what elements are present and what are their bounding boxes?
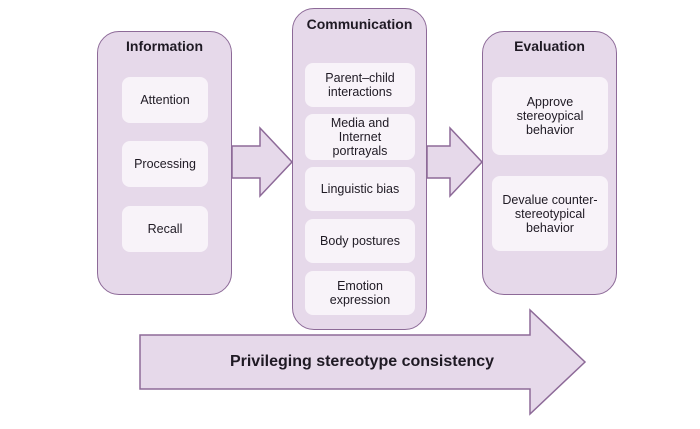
card-emotion-expression: Emotion expression — [305, 271, 415, 315]
card-approve-stereotypical: Approve stereoypical behavior — [492, 77, 608, 155]
card-linguistic-bias: Linguistic bias — [305, 167, 415, 211]
card-parent-child: Parent–child interactions — [305, 63, 415, 107]
banner-arrow — [139, 308, 587, 416]
evaluation-title: Evaluation — [514, 38, 585, 54]
information-panel: Information Attention Processing Recall — [97, 31, 232, 295]
card-processing: Processing — [122, 141, 208, 187]
card-body-postures: Body postures — [305, 219, 415, 263]
communication-title: Communication — [306, 16, 413, 32]
arrow-information-to-communication — [231, 126, 294, 198]
card-attention: Attention — [122, 77, 208, 123]
card-recall: Recall — [122, 206, 208, 252]
information-title: Information — [126, 38, 203, 54]
card-devalue-counter-stereotypical: Devalue counter- stereotypical behavior — [492, 176, 608, 251]
evaluation-panel: Evaluation Approve stereoypical behavior… — [482, 31, 617, 295]
communication-panel: Communication Parent–child interactions … — [292, 8, 427, 330]
arrow-communication-to-evaluation — [426, 126, 484, 198]
card-media-internet: Media and Internet portrayals — [305, 114, 415, 160]
banner-label: Privileging stereotype consistency — [229, 353, 495, 370]
